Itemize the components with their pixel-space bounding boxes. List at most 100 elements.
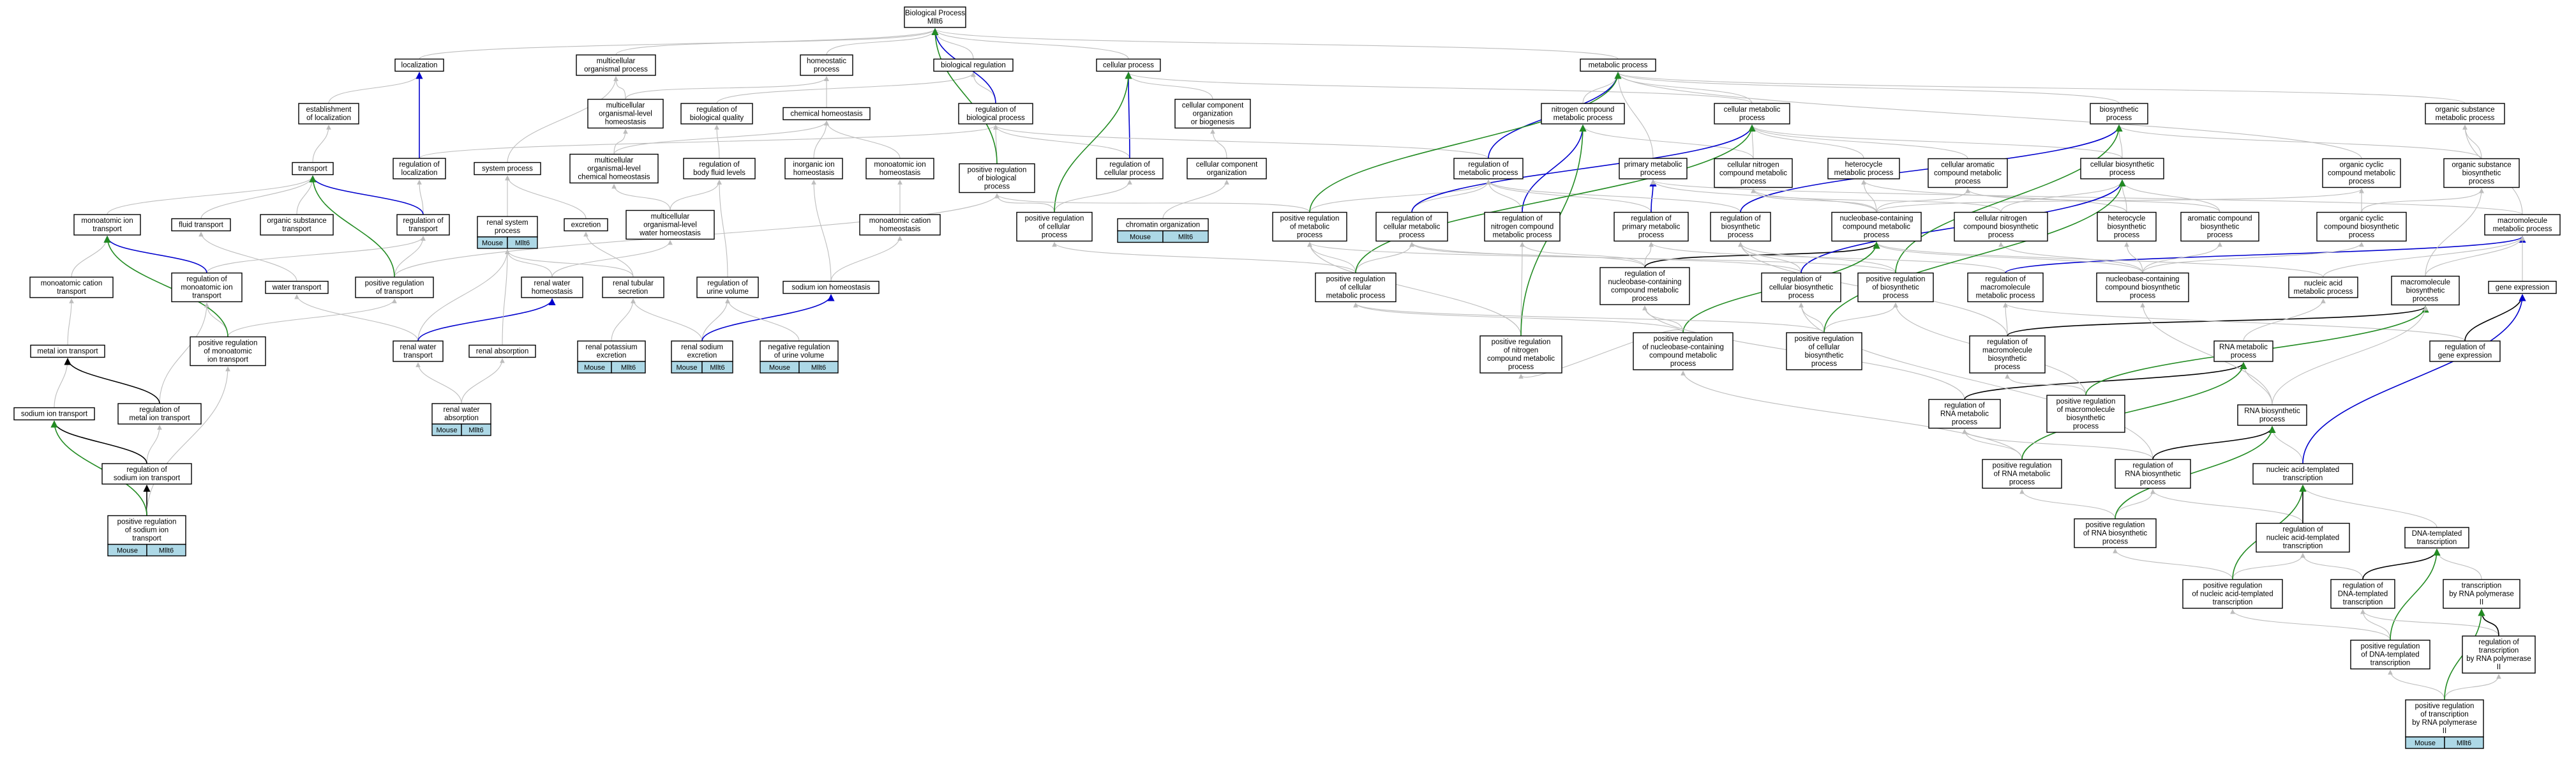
go-term-node-chemical-homeostasis[interactable]: chemical homeostasis	[783, 107, 871, 121]
go-term-node-biological-regulation[interactable]: biological regulation	[933, 58, 1014, 72]
go-term-node-fluid-transport[interactable]: fluid transport	[171, 218, 231, 232]
go-term-node-system-process[interactable]: system process	[474, 162, 541, 176]
go-term-node-excretion[interactable]: excretion	[564, 218, 608, 232]
go-term-node-regulation-of-nucleobase-containing-compound-metabolic-process[interactable]: regulation ofnucleobase-containingcompou…	[1599, 267, 1690, 305]
go-term-node-sodium-ion-transport[interactable]: sodium ion transport	[13, 407, 95, 421]
go-term-node-transport[interactable]: transport	[292, 162, 334, 176]
go-term-node-water-transport[interactable]: water transport	[265, 280, 329, 294]
go-term-node-sodium-ion-homeostasis[interactable]: sodium ion homeostasis	[783, 280, 880, 294]
go-term-node-metal-ion-transport[interactable]: metal ion transport	[30, 344, 105, 358]
go-term-node-metabolic-process[interactable]: metabolic process	[1580, 58, 1656, 72]
go-term-node-renal-absorption[interactable]: renal absorption	[468, 344, 536, 358]
go-term-node-regulation-of-macromolecule-biosynthetic-process[interactable]: regulation ofmacromoleculebiosyntheticpr…	[1969, 335, 2046, 374]
go-term-node-gene-expression[interactable]: gene expression	[2488, 280, 2557, 294]
go-term-node-cellular-process[interactable]: cellular process	[1096, 58, 1161, 72]
go-term-node-localization[interactable]: localization	[394, 58, 444, 72]
